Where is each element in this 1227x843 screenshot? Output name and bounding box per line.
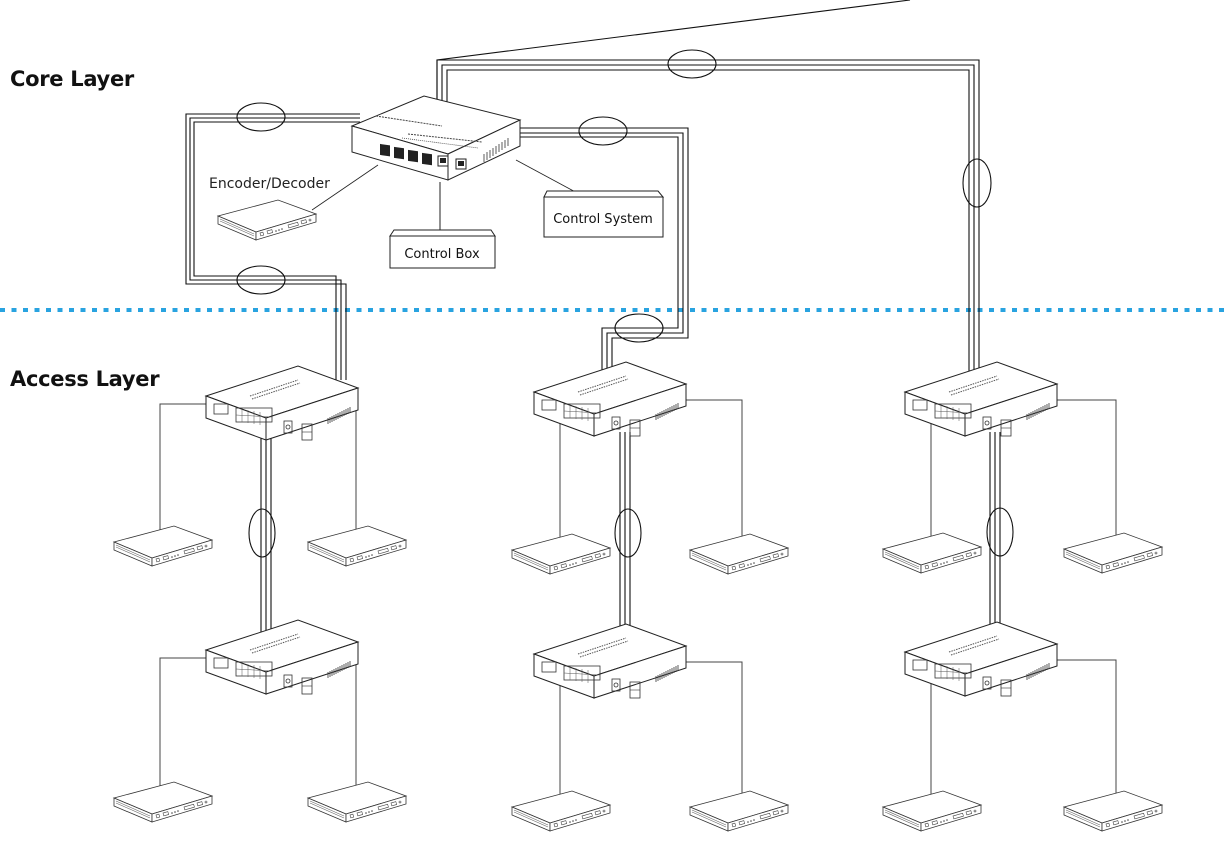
access-switch — [533, 623, 687, 699]
access-layer-title: Access Layer — [10, 367, 160, 391]
access-column-1 — [113, 365, 407, 823]
trunk-link-core-right — [436, 59, 980, 380]
link-aggregation-oval — [236, 102, 286, 132]
link-control-system — [515, 159, 582, 196]
link-aggregation-oval — [614, 508, 642, 558]
access-switch — [205, 619, 359, 695]
encoder-decoder-endpoint — [1063, 532, 1163, 574]
encoder-decoder-endpoint — [689, 790, 789, 832]
link-aggregation-oval — [578, 116, 628, 146]
access-switch — [205, 365, 359, 441]
control-system-label: Control System — [553, 212, 653, 227]
link-aggregation-oval — [962, 158, 992, 208]
encoder-decoder-endpoint — [882, 532, 982, 574]
encoder-decoder-endpoint — [307, 525, 407, 567]
endpoint-link — [355, 657, 358, 786]
link-aggregation-oval — [248, 508, 276, 558]
link-aggregation-oval — [986, 507, 1014, 557]
core-encoder-decoder — [217, 199, 317, 241]
access-switch — [904, 361, 1058, 437]
endpoint-link — [159, 657, 208, 786]
trunk-link-core-middle — [520, 127, 689, 370]
control-box-device: Control Box — [389, 229, 496, 269]
link-aggregation-oval — [614, 313, 664, 343]
encoder-decoder-endpoint — [113, 781, 213, 823]
link-aggregation-oval — [667, 49, 717, 79]
encoder-decoder-endpoint — [307, 781, 407, 823]
endpoint-link — [1057, 399, 1117, 537]
endpoint-link — [686, 661, 743, 795]
trunk-link-core-top — [436, 0, 911, 108]
endpoint-link — [686, 399, 743, 538]
link-encoder-decoder — [311, 164, 379, 211]
access-column-3 — [882, 361, 1163, 832]
link-aggregation-oval — [236, 265, 286, 295]
access-switch — [904, 621, 1058, 697]
access-column-2 — [511, 361, 789, 832]
encoder-decoder-label: Encoder/Decoder — [209, 176, 330, 192]
endpoint-link — [1057, 659, 1117, 795]
encoder-decoder-endpoint — [113, 525, 213, 567]
trunk-link-core-left — [185, 113, 360, 380]
control-system-device: Control System — [543, 190, 665, 238]
core-layer-title: Core Layer — [10, 67, 134, 91]
encoder-decoder-endpoint — [511, 533, 611, 575]
encoder-decoder-endpoint — [882, 790, 982, 832]
control-box-label: Control Box — [404, 247, 480, 262]
core-switch — [351, 95, 521, 181]
encoder-decoder-endpoint — [511, 790, 611, 832]
encoder-decoder-endpoint — [689, 533, 789, 575]
endpoint-link — [355, 403, 358, 530]
encoder-decoder-endpoint — [1063, 790, 1163, 832]
endpoint-link — [159, 403, 208, 530]
access-switch — [533, 361, 687, 437]
